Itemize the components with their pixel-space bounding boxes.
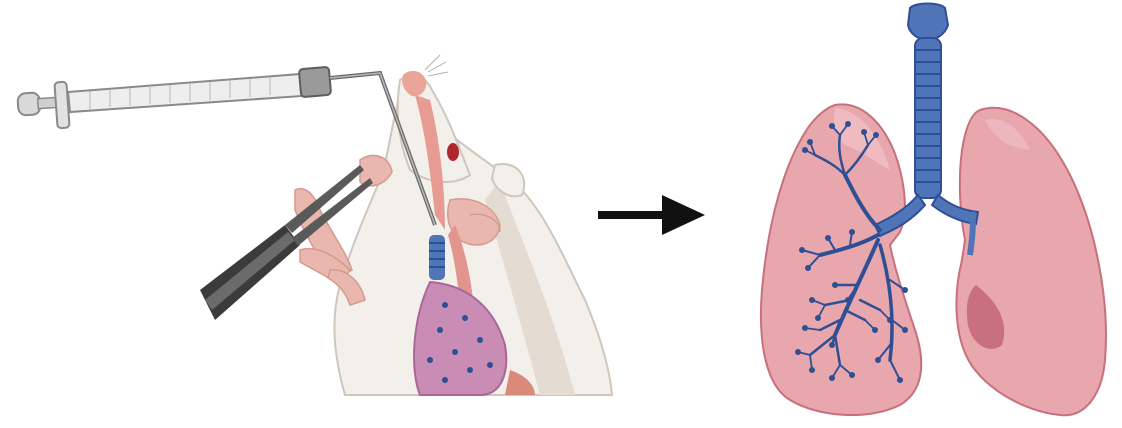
left-lung — [761, 104, 921, 415]
lungs-illustration — [740, 0, 1122, 428]
lungs-svg — [740, 0, 1122, 428]
trachea-segment — [429, 235, 445, 280]
right-arrow-icon — [590, 185, 720, 245]
process-arrow — [590, 185, 720, 245]
mouse-instillation-svg — [0, 0, 640, 428]
right-lung — [956, 108, 1106, 415]
trachea — [875, 4, 978, 256]
eye-icon — [447, 143, 459, 161]
procedure-illustration — [0, 0, 640, 428]
